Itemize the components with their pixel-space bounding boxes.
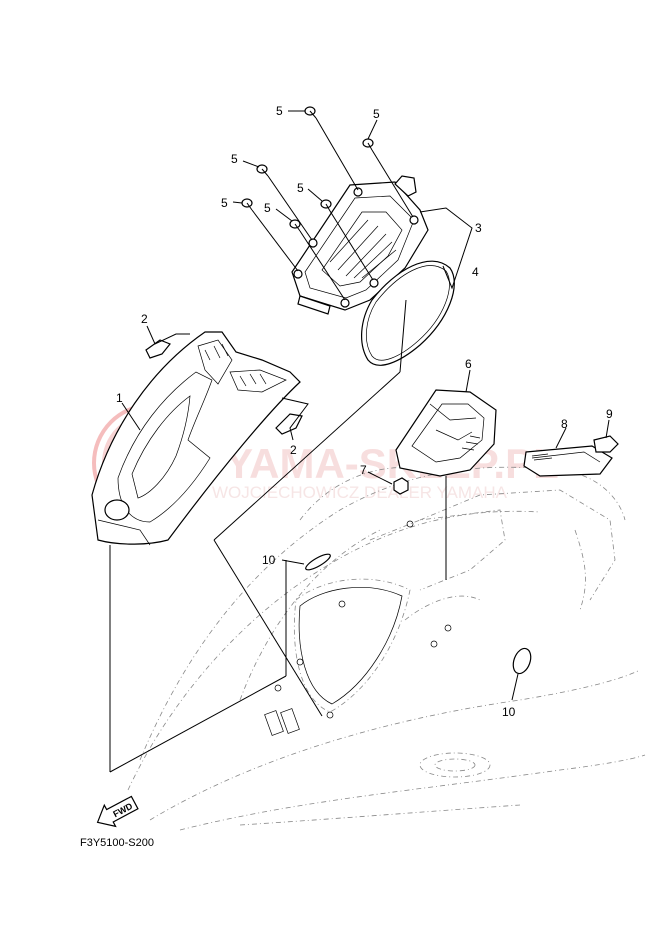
footrest-pads xyxy=(264,708,300,736)
callout-9: 9 xyxy=(606,407,613,421)
bolt-icon xyxy=(362,138,374,151)
grab-handle xyxy=(523,445,613,477)
callout-10: 10 xyxy=(502,705,516,719)
callout-2: 2 xyxy=(141,312,148,326)
nut-icon xyxy=(393,477,409,495)
drain-plug-left xyxy=(305,553,331,571)
clip-left xyxy=(145,339,171,359)
deck-outline xyxy=(127,466,646,831)
clip-right xyxy=(275,413,303,435)
callout-5: 5 xyxy=(221,196,228,210)
callout-8: 8 xyxy=(561,417,568,431)
callout-4: 4 xyxy=(472,265,479,279)
diagram-code: F3Y5100-S200 xyxy=(80,837,154,849)
bolt-icon xyxy=(241,198,253,211)
callout-5: 5 xyxy=(373,107,380,121)
leader-lines xyxy=(109,110,610,773)
callout-5: 5 xyxy=(297,181,304,195)
bracket xyxy=(593,435,619,453)
callout-5: 5 xyxy=(264,201,271,215)
drain-plug-right xyxy=(512,647,532,675)
bolt-icon xyxy=(289,219,301,232)
watermark-sub-text: WOJCIECHOWICZ DEALER YAMAHA xyxy=(212,483,508,502)
callout-7: 7 xyxy=(360,463,367,477)
bolts xyxy=(241,106,374,232)
callout-5: 5 xyxy=(276,104,283,118)
callout-3: 3 xyxy=(475,221,482,235)
bolt-icon xyxy=(304,106,317,119)
callout-5: 5 xyxy=(231,152,238,166)
fwd-arrow-icon: FWD xyxy=(96,795,139,828)
watermark-main-text: YAMA-SKLEP.PL xyxy=(225,440,559,487)
callout-2: 2 xyxy=(290,443,297,457)
callout-6: 6 xyxy=(465,357,472,371)
callout-labels: 5 5 5 5 5 5 3 4 2 1 2 6 7 8 9 10 10 xyxy=(116,104,613,719)
seal-ring xyxy=(361,260,455,366)
callout-10: 10 xyxy=(262,553,276,567)
bolt-leaders xyxy=(251,117,414,301)
bolt-icon xyxy=(256,164,269,177)
callout-1: 1 xyxy=(116,391,123,405)
bolt-icon xyxy=(320,199,332,212)
rear-cover xyxy=(395,389,497,477)
front-cover-panel xyxy=(91,331,301,546)
